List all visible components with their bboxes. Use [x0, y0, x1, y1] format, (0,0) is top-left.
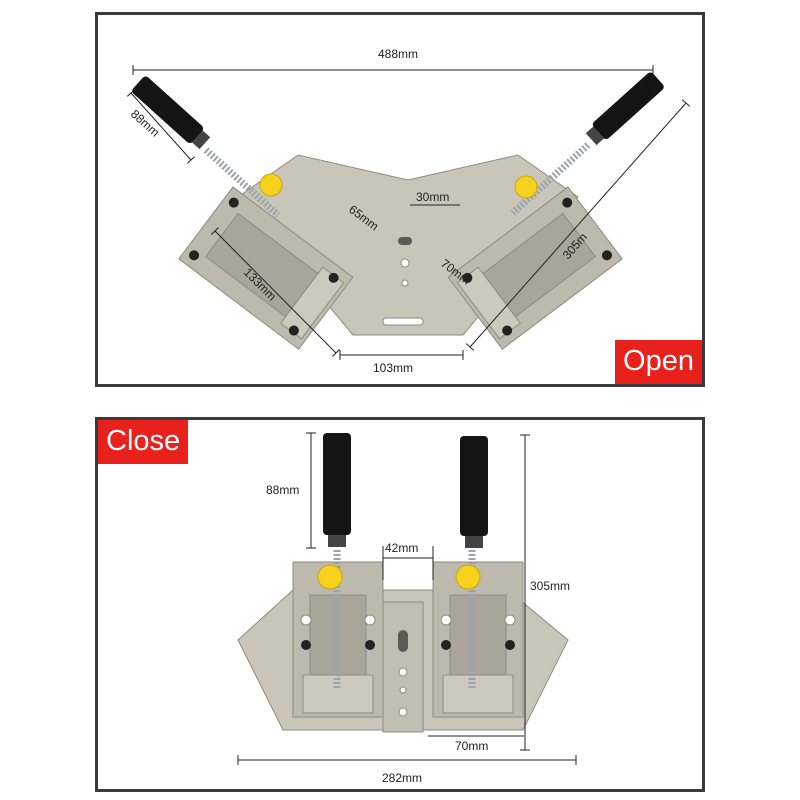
dim-base-width: 103mm: [373, 361, 413, 375]
open-badge: Open: [615, 340, 702, 384]
left-screw: [203, 147, 281, 218]
base-hole: [398, 667, 408, 677]
center-slot: [398, 630, 408, 652]
right-knob: [455, 564, 481, 590]
base-hole: [398, 707, 408, 717]
left-handle: [323, 433, 351, 547]
right-knob: [514, 175, 538, 199]
close-view-panel: 88mm 42mm 305mm 70mm 282mm Close: [95, 417, 705, 792]
dim-height: 305mm: [530, 579, 570, 593]
dim-jaw-width: 70mm: [455, 739, 488, 753]
dim-total-width: 282mm: [382, 771, 422, 785]
left-knob: [317, 564, 343, 590]
dim-gap: 42mm: [385, 541, 418, 555]
dim-line-side: [211, 227, 340, 357]
right-handle: [585, 72, 664, 146]
right-jaw: [432, 561, 524, 718]
close-badge: Close: [98, 420, 189, 464]
open-clamp-illustration: 488mm 88mm 305m 133mm 103mm 30mm 65mm 70…: [126, 47, 691, 375]
base-hole: [401, 279, 409, 287]
dim-opening: 30mm: [416, 190, 449, 204]
dim-total-width: 488mm: [378, 47, 418, 61]
right-handle: [460, 436, 488, 548]
center-slot: [398, 237, 412, 245]
dim-line-handle: [126, 89, 196, 164]
base-hole: [399, 686, 407, 694]
open-view-panel: 488mm 88mm 305m 133mm 103mm 30mm 65mm 70…: [95, 12, 705, 387]
base-hole: [400, 258, 410, 268]
close-clamp-illustration: 88mm 42mm 305mm 70mm 282mm: [237, 432, 577, 785]
base-slot-bottom: [382, 317, 424, 326]
dim-handle-length: 88mm: [266, 483, 299, 497]
left-knob: [259, 173, 283, 197]
dim-line-height: [465, 99, 691, 351]
